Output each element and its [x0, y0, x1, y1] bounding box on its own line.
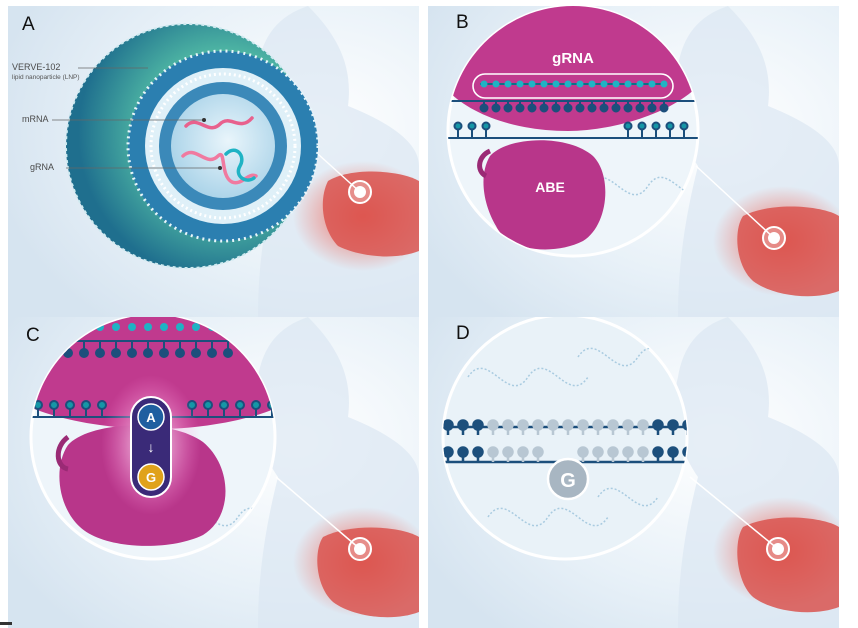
base-g-icon — [137, 463, 165, 491]
conversion-arrow: ↓ — [148, 439, 155, 455]
panel-d-letter: D — [456, 323, 470, 344]
bottom-rule — [0, 622, 12, 625]
lnp-desc-label: lipid nanoparticle (LNP) — [12, 74, 80, 81]
panel-b: gRNA ABE B — [428, 6, 839, 317]
edited-base-label: G — [560, 470, 576, 492]
panel-b-letter: B — [456, 12, 469, 33]
liver-icon — [317, 527, 419, 618]
panel-c-letter: C — [26, 325, 40, 346]
panel-a-letter: A — [22, 14, 35, 35]
base-g-icon — [546, 457, 590, 501]
panel-d: G D — [428, 317, 839, 628]
mrna-strand — [184, 116, 254, 130]
liver-marker-icon — [766, 537, 790, 561]
lipid-nanoparticle-icon — [65, 23, 320, 269]
liver-icon — [737, 206, 839, 297]
mrna-label: mRNA — [22, 114, 49, 124]
panel-b-illustration: gRNA ABE — [428, 6, 839, 317]
panel-d-illustration: G — [428, 317, 839, 628]
liver-marker-icon — [762, 226, 786, 250]
base-to-label: G — [146, 470, 156, 485]
grna-title: gRNA — [552, 50, 594, 67]
lnp-name-label: VERVE-102 — [12, 62, 61, 72]
panel-a: A VERVE-102 lipid nanoparticle (LNP) mRN… — [8, 6, 419, 317]
zoom-circle — [441, 317, 689, 561]
panel-a-illustration — [8, 6, 419, 317]
liver-marker-icon — [348, 180, 372, 204]
liver-marker-icon — [348, 537, 372, 561]
abe-enzyme — [483, 140, 606, 250]
panel-c-illustration: A ↓ G — [8, 317, 419, 628]
panel-c: A ↓ G C — [8, 317, 419, 628]
abe-label: ABE — [535, 179, 565, 195]
grna-bases — [480, 80, 668, 88]
liver-icon — [322, 171, 419, 257]
base-a-icon — [137, 403, 165, 431]
grna-strand — [224, 148, 256, 182]
liver-icon — [737, 517, 839, 613]
grna-label: gRNA — [30, 162, 55, 172]
base-from-label: A — [146, 410, 156, 425]
